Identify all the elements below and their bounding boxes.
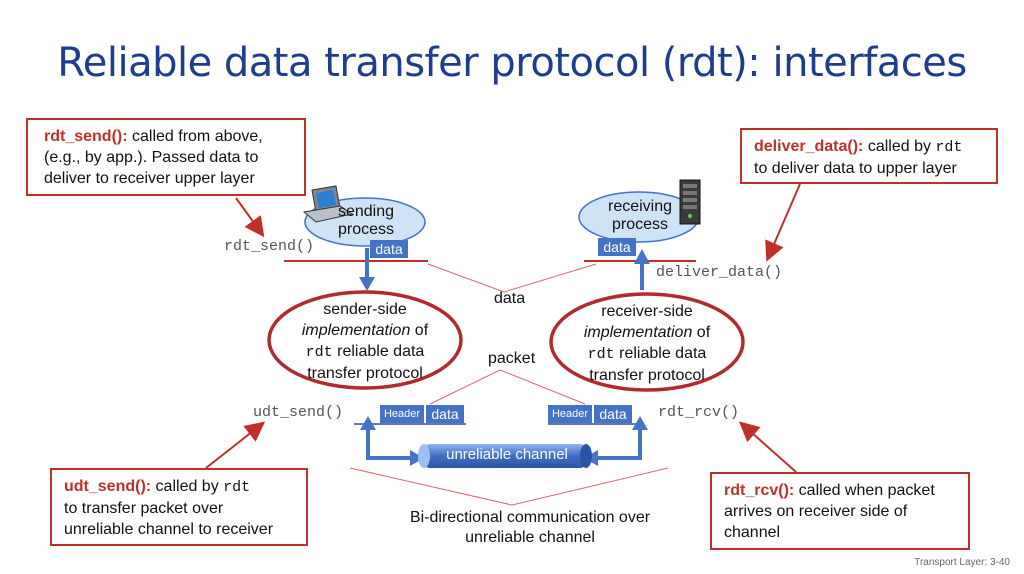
- impl-label: receiver-side: [601, 303, 693, 320]
- impl-label: transfer protocol: [307, 365, 423, 382]
- process-label: sending: [337, 203, 395, 220]
- channel-connector: [349, 467, 669, 506]
- callout-function: rdt_rcv():: [724, 482, 795, 499]
- data-tag: data: [370, 240, 408, 258]
- deliver-data-callout: deliver_data(): called by rdt to deliver…: [740, 128, 998, 184]
- udt-up-arrow-head: [360, 416, 376, 430]
- callout-text: called by: [863, 138, 936, 155]
- data-tag: data: [594, 405, 632, 423]
- header-tag: Header: [548, 405, 592, 423]
- impl-label: sender-side: [323, 301, 407, 318]
- impl-label: of: [692, 324, 711, 341]
- callout-text: called by: [151, 478, 224, 495]
- callout-text: (e.g., by app.). Passed data to: [44, 149, 259, 166]
- process-label: receiving: [607, 198, 673, 215]
- callout-text: arrives on receiver side of: [724, 503, 908, 520]
- callout-text: unreliable channel to receiver: [64, 521, 274, 538]
- server-icon: [679, 179, 701, 225]
- process-label: process: [611, 216, 669, 233]
- rdt-send-interface: rdt_send(): [224, 238, 315, 255]
- receiver-impl-shape: [549, 292, 745, 392]
- receiving-process: receiving process: [590, 198, 690, 234]
- packet-connector: [429, 369, 586, 405]
- callout-text: called when packet: [794, 482, 935, 499]
- impl-label: reliable data: [614, 345, 707, 362]
- data-connector: [427, 263, 597, 293]
- deliver-data-interface: deliver_data(): [656, 264, 783, 281]
- callout-function: deliver_data():: [754, 138, 864, 155]
- udt-send-callout: udt_send(): called by rdt to transfer pa…: [50, 468, 308, 546]
- impl-label: implementation: [301, 322, 411, 339]
- deliver-data-pointer: [765, 183, 801, 262]
- bidirectional-label: Bi-directional communication over unreli…: [380, 508, 680, 548]
- rcv-up-arrow-head: [632, 416, 648, 430]
- callout-code: rdt: [223, 479, 251, 496]
- impl-code: rdt: [305, 344, 333, 361]
- callout-text: to transfer packet over: [64, 500, 224, 517]
- up-arrow-head: [634, 249, 650, 264]
- process-label: process: [337, 221, 395, 238]
- sender-impl-shape: [267, 290, 463, 390]
- down-arrow-head: [359, 277, 375, 291]
- callout-function: rdt_send():: [44, 128, 128, 145]
- channel-label: unreliable channel: [446, 446, 568, 463]
- rdt-rcv-interface: rdt_rcv(): [658, 404, 740, 421]
- receiver-impl: receiver-side implementation of rdt reli…: [567, 301, 727, 386]
- callout-text: called from above,: [127, 128, 263, 145]
- bidirectional-text: Bi-directional communication over: [409, 509, 651, 526]
- impl-label: implementation: [583, 324, 693, 341]
- header-tag: Header: [380, 405, 424, 423]
- data-tag: data: [598, 238, 636, 256]
- impl-code: rdt: [587, 346, 615, 363]
- channel-pipe: [424, 444, 586, 468]
- callout-function: udt_send():: [64, 478, 152, 495]
- callout-text: deliver to receiver upper layer: [44, 170, 255, 187]
- rdt-rcv-pointer: [739, 421, 797, 473]
- bidirectional-text: unreliable channel: [465, 529, 595, 546]
- impl-label: reliable data: [332, 343, 425, 360]
- left-channel-arrow-head: [410, 450, 424, 466]
- callout-code: rdt: [935, 139, 963, 156]
- udt-send-interface: udt_send(): [253, 404, 344, 421]
- rdt-send-callout: rdt_send(): called from above, (e.g., by…: [26, 118, 306, 196]
- rdt-send-pointer: [235, 197, 265, 238]
- slide-footer: Transport Layer: 3-40: [914, 557, 1010, 568]
- callout-text: channel: [724, 524, 781, 541]
- rdt-rcv-callout: rdt_rcv(): called when packet arrives on…: [710, 472, 970, 550]
- impl-label: of: [410, 322, 429, 339]
- impl-label: transfer protocol: [589, 367, 705, 384]
- packet-label: packet: [488, 350, 536, 367]
- laptop-icon: [302, 185, 354, 223]
- sending-process: sending process: [320, 203, 412, 239]
- callout-text: to deliver data to upper layer: [754, 160, 957, 177]
- data-label: data: [494, 290, 526, 307]
- page-title: Reliable data transfer protocol (rdt): i…: [57, 40, 967, 86]
- sender-impl: sender-side implementation of rdt reliab…: [285, 299, 445, 384]
- data-tag: data: [426, 405, 464, 423]
- udt-send-pointer: [205, 421, 266, 469]
